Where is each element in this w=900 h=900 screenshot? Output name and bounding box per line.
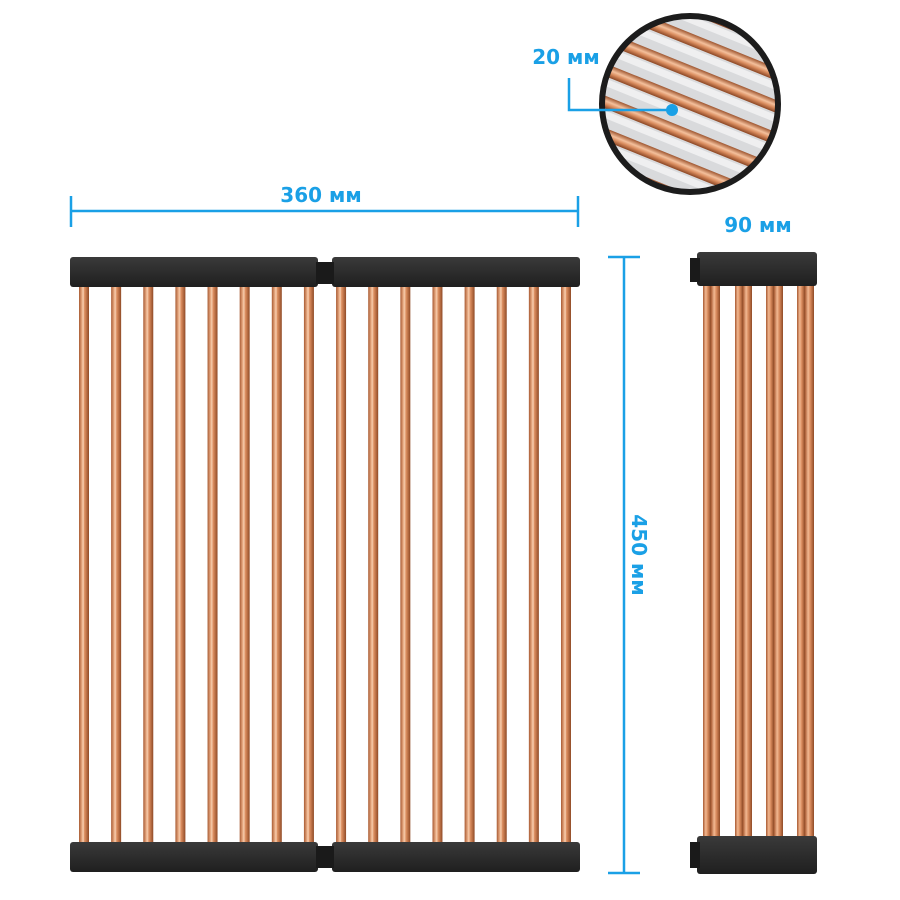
front-bar-highlight	[564, 286, 566, 844]
side-bar-back	[766, 284, 774, 840]
front-bar-highlight	[468, 286, 470, 844]
side-bottom-frame-notch	[690, 842, 700, 868]
side-view	[690, 252, 817, 874]
zoom-border	[599, 13, 781, 195]
front-bar-highlight	[275, 286, 277, 844]
front-bar-highlight	[82, 286, 84, 844]
width-dimension	[69, 196, 580, 227]
side-top-frame	[697, 252, 817, 286]
side-bar-front	[805, 284, 814, 840]
side-bar-back	[703, 284, 711, 840]
front-bar-highlight	[532, 286, 534, 844]
front-bars	[79, 284, 571, 846]
height-dimension	[608, 255, 640, 875]
front-bar-highlight	[307, 286, 309, 844]
side-bar-back	[735, 284, 743, 840]
front-bar-highlight	[114, 286, 117, 844]
depth-label: 90 мм	[724, 213, 792, 237]
top-frame-right	[332, 257, 580, 287]
bottom-frame-left	[70, 842, 318, 872]
zoom-bar	[602, 19, 778, 143]
zoom-bar	[602, 74, 778, 192]
front-bar-highlight	[435, 286, 438, 844]
front-bar-highlight	[371, 286, 374, 844]
side-bar-front	[743, 284, 752, 840]
spacing-label: 20 мм	[532, 45, 600, 69]
zoom-bar	[602, 46, 778, 171]
side-bar-back	[797, 284, 805, 840]
width-label: 360 мм	[280, 183, 361, 207]
height-label: 450 мм	[627, 514, 651, 595]
front-bar-highlight	[146, 286, 149, 844]
front-bar-highlight	[339, 286, 342, 844]
side-bar-front	[711, 284, 720, 840]
side-bottom-frame	[697, 836, 817, 874]
side-top-frame-notch	[690, 258, 700, 282]
front-bar-highlight	[500, 286, 502, 844]
front-bar-highlight	[211, 286, 213, 844]
top-frame-joint	[316, 262, 334, 284]
side-bar-front	[774, 284, 783, 840]
bottom-frame-joint	[316, 846, 334, 868]
bottom-frame-right	[332, 842, 580, 872]
front-bar-highlight	[403, 286, 406, 844]
front-bar-highlight	[178, 286, 181, 844]
front-view	[70, 257, 580, 872]
top-frame-left	[70, 257, 318, 287]
side-bars	[703, 284, 814, 840]
front-bar-highlight	[243, 286, 245, 844]
spacing-callout	[567, 78, 678, 116]
zoom-bar	[622, 0, 889, 3]
